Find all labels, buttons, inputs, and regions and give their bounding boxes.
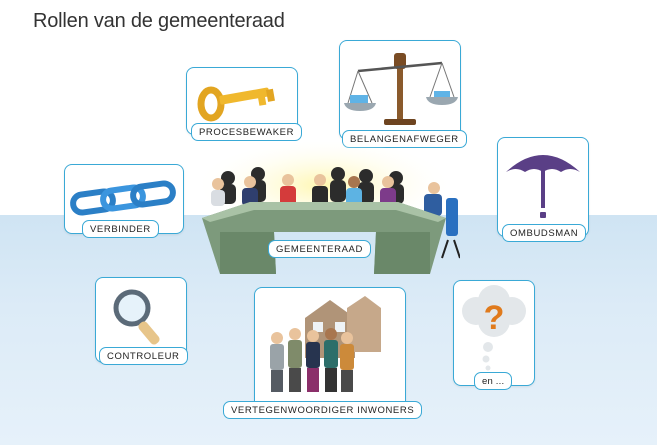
page-title: Rollen van de gemeenteraad bbox=[33, 10, 285, 32]
card-ombudsman bbox=[497, 137, 589, 237]
question-cloud-icon: ? bbox=[462, 285, 526, 371]
key-icon bbox=[197, 86, 275, 122]
svg-text:?: ? bbox=[484, 299, 505, 337]
umbrella-icon bbox=[506, 155, 580, 218]
label-gemeenteraad: GEMEENTERAAD bbox=[268, 240, 371, 258]
label-procesbewaker: PROCESBEWAKER bbox=[191, 123, 303, 141]
card-belangenafweger bbox=[339, 40, 461, 140]
magnifier-icon bbox=[113, 289, 160, 345]
scale-icon bbox=[344, 53, 458, 125]
citizens-icon bbox=[270, 296, 381, 392]
label-vertegenwoordiger: VERTEGENWOORDIGER INWONERS bbox=[223, 401, 423, 419]
label-verbinder: VERBINDER bbox=[82, 220, 159, 238]
label-belangenafweger: BELANGENAFWEGER bbox=[342, 130, 467, 148]
council-table-icon bbox=[194, 142, 461, 274]
card-en: ? bbox=[453, 280, 535, 386]
chain-icon bbox=[70, 180, 176, 216]
council-scene bbox=[188, 140, 461, 290]
label-en: en ... bbox=[474, 372, 513, 390]
label-ombudsman: OMBUDSMAN bbox=[502, 224, 587, 242]
label-controleur: CONTROLEUR bbox=[99, 347, 188, 365]
card-vertegenwoordiger bbox=[254, 287, 406, 409]
